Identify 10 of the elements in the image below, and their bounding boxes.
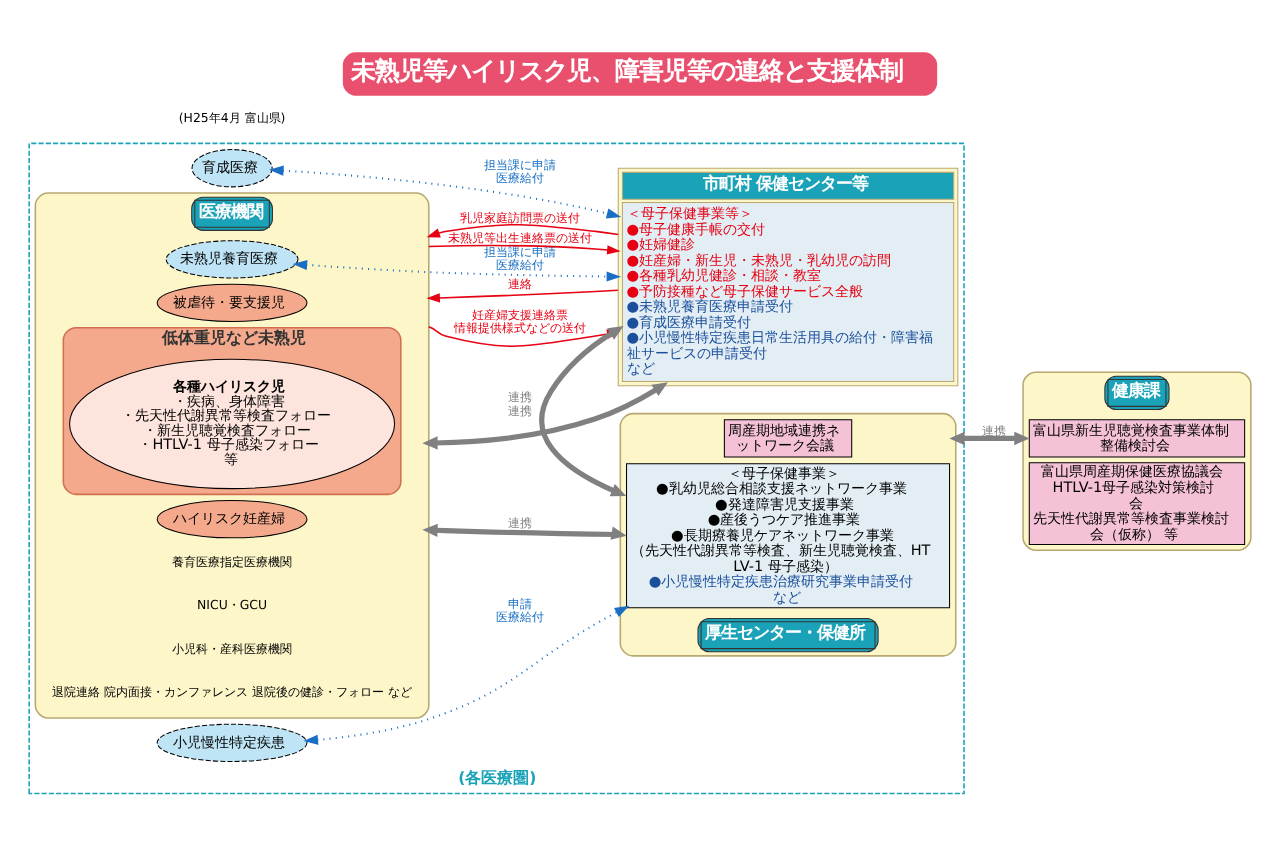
- arrow: [303, 605, 630, 745]
- arrow: [426, 289, 619, 303]
- arrow: [949, 431, 1030, 446]
- arrow: [269, 165, 622, 219]
- arrow: [426, 223, 619, 238]
- arrow: [422, 382, 668, 450]
- arrow: [422, 523, 627, 540]
- arrow: [428, 244, 621, 255]
- arrow: [292, 259, 622, 282]
- diagram-title: 未熟児等ハイリスク児、障害児等の連絡と支援体制: [351, 55, 904, 86]
